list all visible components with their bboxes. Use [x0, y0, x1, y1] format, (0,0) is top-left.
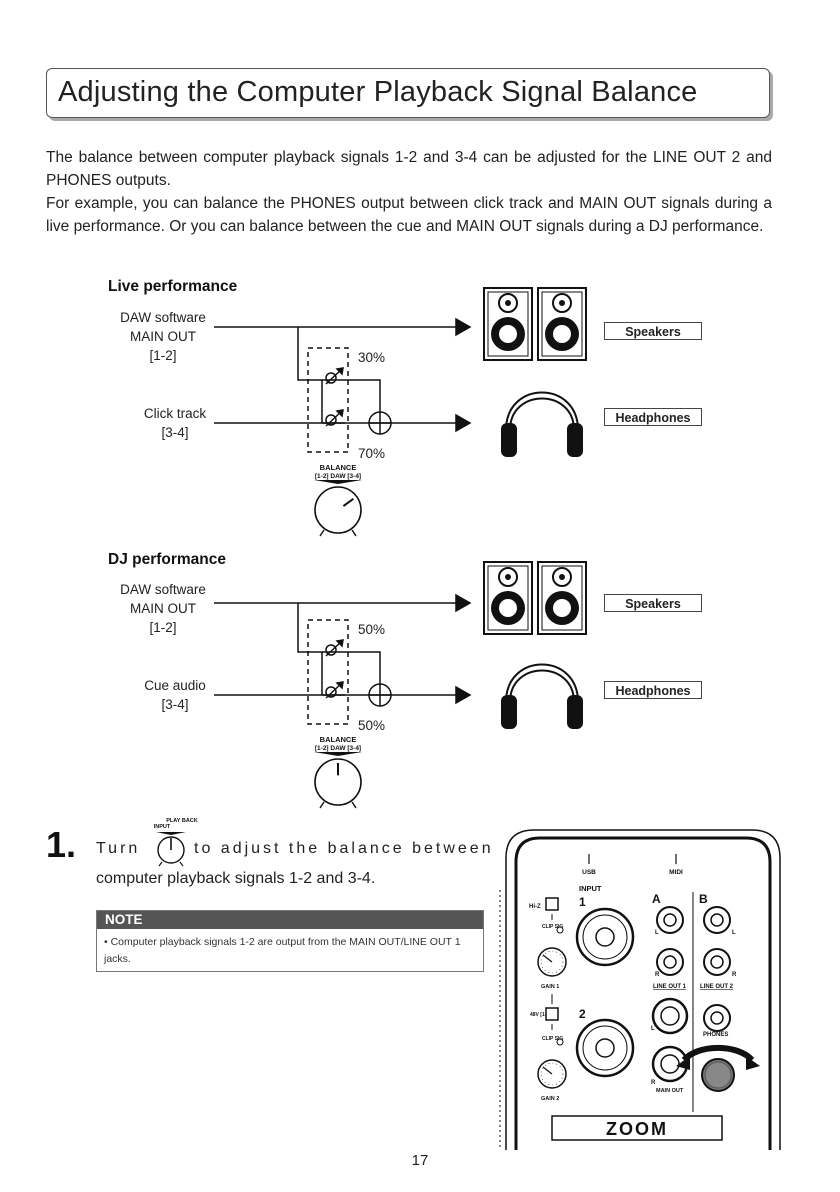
dj-headphones-tag: Headphones	[604, 681, 702, 699]
svg-text:L: L	[732, 930, 736, 936]
dj-headphones-icon	[501, 663, 583, 729]
live-input1-label: DAW software MAIN OUT [1-2]	[120, 310, 206, 363]
live-headphones-icon	[501, 391, 583, 457]
dj-input1-label: DAW software MAIN OUT [1-2]	[120, 582, 206, 635]
live-knob-pointer	[342, 498, 354, 507]
dj-speakers-icon	[483, 561, 587, 635]
live-balance-knob: BALANCE [1-2] DAW [3-4]	[314, 463, 362, 537]
note-box	[96, 910, 484, 972]
svg-text:L: L	[651, 1026, 655, 1032]
dj-pct-bottom: 50%	[358, 718, 386, 733]
live-input2-label: Click track [3-4]	[143, 406, 207, 440]
svg-text:GAIN 1: GAIN 1	[541, 984, 559, 990]
live-heading: Live performance	[108, 278, 238, 295]
dj-balance-knob: BALANCE [1-2] DAW [3-4]	[314, 735, 362, 809]
title-frame	[46, 68, 770, 118]
dj-heading: DJ performance	[108, 551, 227, 568]
svg-text:Hi-Z: Hi-Z	[529, 904, 541, 910]
live-knob-sub: [1-2] DAW [3-4]	[315, 473, 361, 480]
svg-text:PLAY BACK: PLAY BACK	[166, 818, 198, 824]
dj-signal-flow	[214, 593, 472, 725]
device-midi-label: MIDI	[669, 869, 683, 876]
zoom-logo: ZOOM	[606, 1119, 668, 1139]
svg-text:LINE OUT 2: LINE OUT 2	[700, 984, 734, 990]
svg-text:A: A	[652, 892, 661, 906]
device-input-label: INPUT	[579, 884, 602, 893]
dj-knob-sub: [1-2] DAW [3-4]	[315, 745, 361, 752]
note-heading: NOTE	[97, 911, 483, 929]
step-number: 1.	[46, 824, 77, 865]
inline-balance-knob-icon: INPUT PLAY BACK	[154, 818, 198, 867]
live-speakers-tag: Speakers	[604, 322, 702, 340]
intro-text: The balance between computer playback si…	[46, 146, 772, 238]
svg-text:R: R	[655, 972, 660, 978]
live-signal-flow	[214, 317, 472, 453]
svg-text:CLIP SIG: CLIP SIG	[542, 1036, 563, 1042]
svg-text:R: R	[732, 972, 737, 978]
svg-text:48V [1-2]: 48V [1-2]	[530, 1012, 551, 1018]
svg-text:GAIN 2: GAIN 2	[541, 1096, 559, 1102]
dj-pct-top: 50%	[358, 622, 386, 637]
intro-paragraph-2: For example, you can balance the PHONES …	[46, 195, 772, 235]
svg-text:MAIN OUT: MAIN OUT	[656, 1088, 684, 1094]
step-text-turn: Turn	[96, 840, 141, 857]
step-text-line2: computer playback signals 1-2 and 3-4.	[96, 870, 376, 887]
device-ch1-label: 1	[579, 895, 586, 909]
page-title: Adjusting the Computer Playback Signal B…	[58, 76, 698, 108]
note-text: • Computer playback signals 1-2 are outp…	[104, 936, 461, 965]
device-illustration: USB MIDI INPUT 1 2 Hi-Z CLIP SIG GAIN 1 …	[499, 829, 781, 1150]
svg-text:CLIP SIG: CLIP SIG	[542, 924, 563, 930]
page-number: 17	[411, 1152, 429, 1169]
svg-text:PHONES: PHONES	[703, 1032, 728, 1038]
svg-text:INPUT: INPUT	[154, 824, 171, 830]
live-knob-label: BALANCE	[320, 463, 357, 472]
live-pct-bottom: 70%	[358, 446, 386, 461]
svg-text:L: L	[655, 930, 659, 936]
live-speakers-icon	[483, 287, 587, 361]
step-text-rest: to adjust the balance between	[194, 840, 494, 857]
dj-speakers-tag: Speakers	[604, 594, 702, 612]
live-pct-top: 30%	[358, 350, 386, 365]
dj-input2-label: Cue audio [3-4]	[144, 678, 206, 712]
intro-paragraph-1: The balance between computer playback si…	[46, 149, 772, 189]
svg-text:LINE OUT 1: LINE OUT 1	[653, 984, 687, 990]
svg-text:R: R	[651, 1080, 656, 1086]
live-headphones-tag: Headphones	[604, 408, 702, 426]
device-usb-label: USB	[582, 869, 596, 876]
device-ch2-label: 2	[579, 1007, 586, 1021]
dj-knob-label: BALANCE	[320, 735, 357, 744]
svg-text:B: B	[699, 892, 708, 906]
